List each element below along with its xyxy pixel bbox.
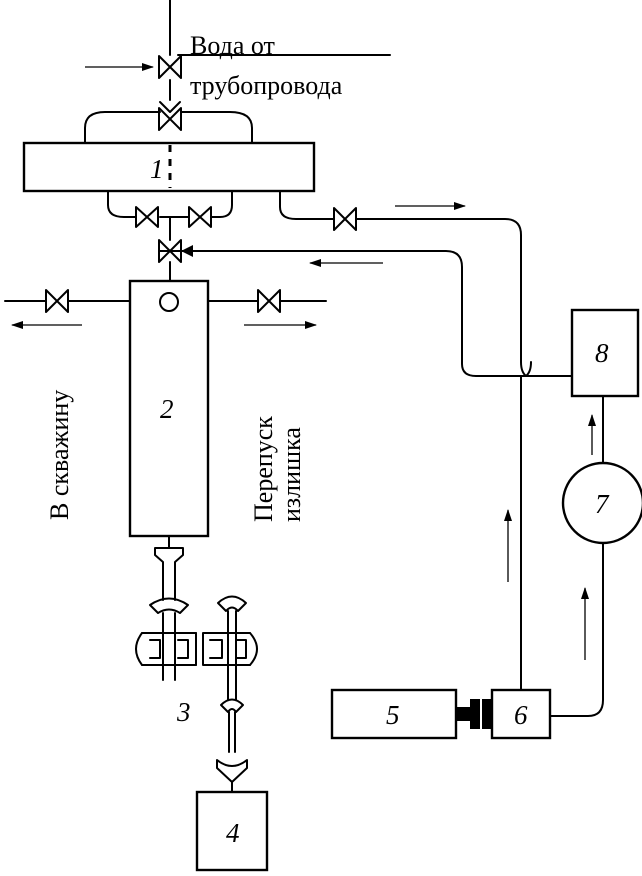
pipe-crossover — [520, 361, 532, 377]
unit-6-number: 6 — [514, 700, 528, 730]
unit-8 — [570, 308, 640, 398]
unit-4-number: 4 — [226, 818, 240, 848]
transmission-3 — [135, 535, 258, 793]
water-inlet-pipe — [169, 0, 391, 101]
column-2 — [128, 279, 210, 538]
water-source-label-line1: Вода от — [190, 31, 275, 60]
unit-8-number: 8 — [595, 338, 609, 368]
unit-4 — [195, 790, 269, 872]
pump-discharge-pipe — [549, 542, 604, 717]
bypass-label-line2: излишка — [277, 427, 306, 522]
to-well-label: В скважину — [45, 390, 74, 520]
manifold-valve-right-icon — [188, 206, 212, 228]
return-pipe — [180, 250, 573, 377]
coupling-icon — [456, 699, 492, 729]
three-way-valve-icon — [158, 239, 182, 263]
tank-top-loop — [84, 111, 253, 144]
bypass-valve-icon — [257, 289, 281, 313]
unit-7-number: 7 — [595, 489, 610, 519]
well-valve-icon — [45, 289, 69, 313]
column-port-icon — [159, 292, 179, 312]
outlet-valve-icon — [333, 207, 357, 231]
bypass-label-line1: Перепуск — [249, 416, 278, 522]
manifold-valve-left-icon — [135, 206, 159, 228]
unit-3-number: 3 — [176, 697, 191, 727]
water-source-label-line2: трубопровода — [190, 71, 343, 100]
unit-5-number: 5 — [386, 700, 400, 730]
tank-1 — [22, 141, 316, 193]
return-arrowhead — [181, 245, 193, 257]
unit-1-number: 1 — [150, 154, 164, 184]
unit-2-number: 2 — [160, 394, 174, 424]
tank-bottom-manifold — [107, 190, 233, 218]
tank-outlet-pipe — [279, 190, 522, 363]
unit-6 — [490, 688, 552, 740]
inlet-valve-icon — [158, 55, 182, 79]
check-valve-icon — [158, 101, 182, 131]
